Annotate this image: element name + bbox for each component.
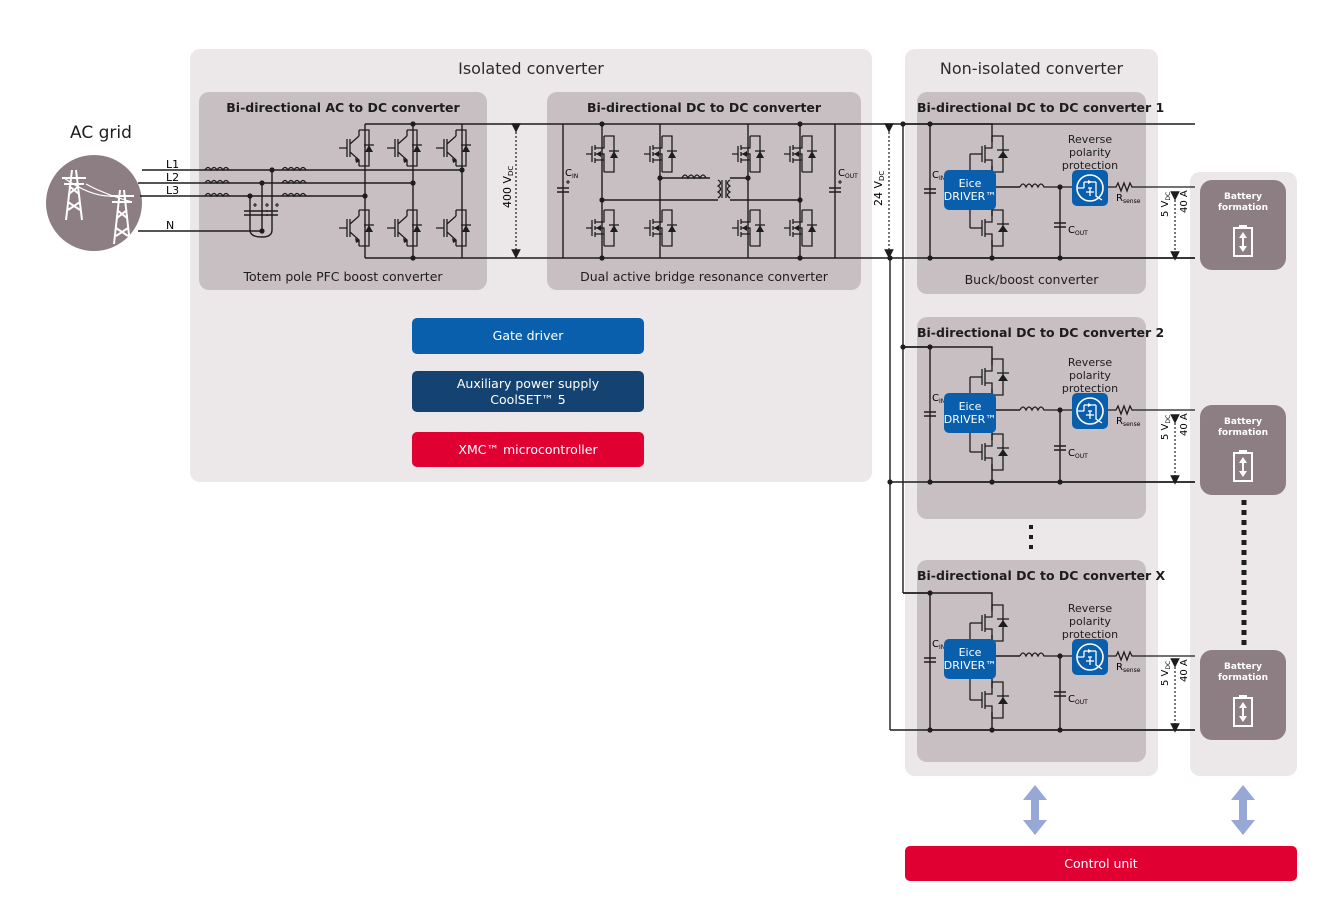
eicedriver-label-2: DRIVER™ [943,413,997,426]
cout-label: COUT [1068,694,1088,706]
output-voltage-label: 5 VDC [1160,661,1172,686]
battery-label-2: formation [1218,673,1268,683]
eicedriver-label: Eice [958,646,982,659]
dc-dc-converter-subtitle: Dual active bridge resonance converter [580,269,828,284]
output-voltage-label: 5 VDC [1160,192,1172,217]
line-label-l3: L3 [166,184,179,197]
battery-label: Battery [1224,662,1262,672]
auxiliary-power-supply-block: Auxiliary power supply CoolSET™ 5 [412,371,644,412]
rsense-label: Rsense [1116,416,1141,428]
dab-cin-label: CIN [565,168,578,180]
cin-label: CIN [932,393,945,405]
reverse-polarity-protection-icon [1072,393,1108,429]
line-label-n: N [166,219,174,232]
eicedriver-label: Eice [958,400,982,413]
battery-label: Battery [1224,192,1262,202]
output-current-label: 40 A [1179,413,1190,436]
ac-dc-converter-subtitle: Totem pole PFC boost converter [243,269,443,284]
buck-boost-schematic-2: CIN COUT Rsense 5 VDC 40 A [903,344,1195,485]
eicedriver-label-2: DRIVER™ [943,190,997,203]
dc-dc-converter-x-title: Bi-directional DC to DC converter X [917,568,1166,583]
cin-label: CIN [932,170,945,182]
non-isolated-converter-title: Non-isolated converter [939,59,1124,78]
xmc-microcontroller-label: XMC™ microcontroller [458,441,598,457]
battery-label: Battery [1224,417,1262,427]
bus-voltage-label: 24 VDC [872,171,886,206]
dc-link-voltage-label: 400 VDC [501,166,515,208]
control-unit-label: Control unit [1064,855,1138,871]
gate-driver-label: Gate driver [492,328,564,343]
reverse-polarity-protection-icon [1072,639,1108,675]
isolated-converter-title: Isolated converter [458,59,604,78]
line-label-l1: L1 [166,158,179,171]
output-current-label: 40 A [1179,190,1190,213]
xmc-microcontroller-block: XMC™ microcontroller [412,432,644,467]
buck-boost-schematic-1: CIN COUT Rsense 5 VDC 40 A [903,121,1195,261]
output-voltage-label: 5 VDC [1160,415,1172,440]
rsense-label: Rsense [1116,193,1141,205]
dc-dc-converter-2-title: Bi-directional DC to DC converter 2 [917,325,1165,340]
dab-cout-label: COUT [838,168,858,180]
power-tower-icon [46,155,142,251]
control-unit-block: Control unit [905,846,1297,881]
dc-dc-converter-1-subtitle: Buck/boost converter [964,272,1099,287]
dc-dc-converter-title: Bi-directional DC to DC converter [586,100,822,115]
dc-dc-converter-1-title: Bi-directional DC to DC converter 1 [917,100,1165,115]
ac-dc-converter-panel: Bi-directional AC to DC converter Totem … [199,92,487,290]
battery-charge-icon [1233,450,1253,482]
ac-grid-title: AC grid [70,123,132,143]
output-current-label: 40 A [1179,659,1190,682]
coolset-label: CoolSET™ 5 [490,391,566,407]
cout-label: COUT [1068,225,1088,237]
battery-charge-icon [1233,695,1253,727]
rsense-label: Rsense [1116,662,1141,674]
line-label-l2: L2 [166,171,179,184]
ac-dc-converter-title: Bi-directional AC to DC converter [226,100,460,115]
dc-dc-converter-panel: Bi-directional DC to DC converter Dual a… [547,92,861,290]
eicedriver-label: Eice [958,177,982,190]
battery-label-2: formation [1218,428,1268,438]
battery-label-2: formation [1218,203,1268,213]
cin-label: CIN [932,639,945,651]
eicedriver-label-2: DRIVER™ [943,659,997,672]
buck-boost-schematic-x: CIN COUT Rsense 5 VDC 40 A [903,590,1195,733]
cout-label: COUT [1068,448,1088,460]
bidirectional-arrow-icon [1023,785,1255,835]
auxiliary-power-supply-label: Auxiliary power supply [456,375,600,391]
reverse-polarity-protection-icon [1072,170,1108,206]
battery-charge-icon [1233,225,1253,257]
gate-driver-block: Gate driver [412,318,644,354]
